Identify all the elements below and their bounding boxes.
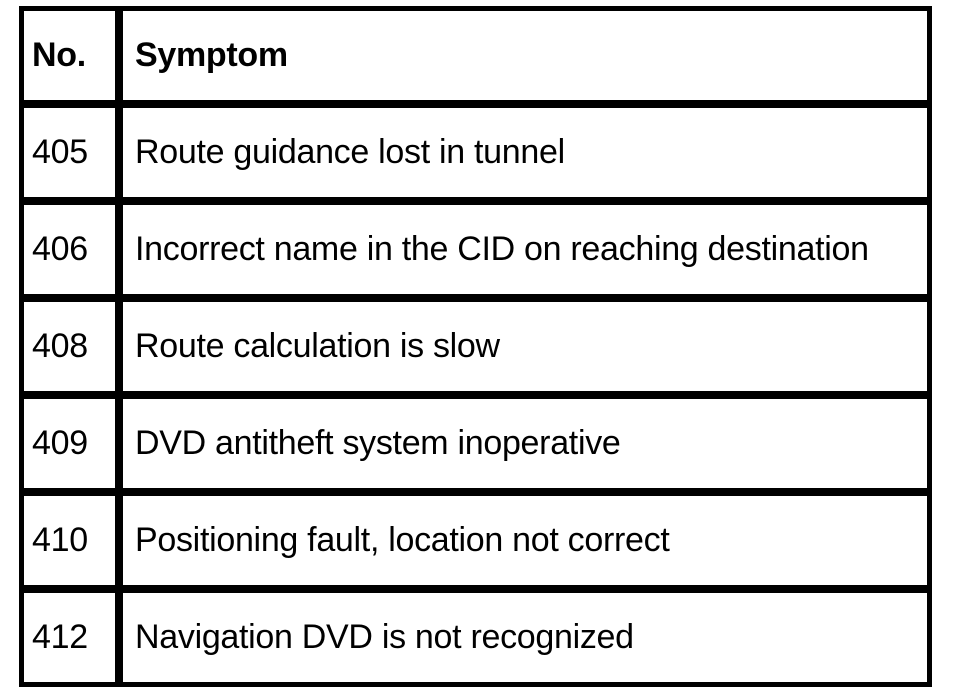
- table-row: 410 Positioning fault, location not corr…: [20, 492, 931, 589]
- table-row: 405 Route guidance lost in tunnel: [20, 104, 931, 201]
- fault-number: 406: [20, 201, 119, 298]
- fault-symptom: Route guidance lost in tunnel: [119, 104, 931, 201]
- symptom-table: No. Symptom 405 Route guidance lost in t…: [19, 6, 932, 687]
- fault-symptom: Route calculation is slow: [119, 298, 931, 395]
- table-row: 409 DVD antitheft system inoperative: [20, 395, 931, 492]
- table-row: 412 Navigation DVD is not recognized: [20, 589, 931, 686]
- fault-symptom: Positioning fault, location not correct: [119, 492, 931, 589]
- table-row: 408 Route calculation is slow: [20, 298, 931, 395]
- fault-number: 408: [20, 298, 119, 395]
- fault-number: 410: [20, 492, 119, 589]
- table-header-row: No. Symptom: [20, 7, 931, 104]
- column-header-no: No.: [20, 7, 119, 104]
- fault-symptom: DVD antitheft system inoperative: [119, 395, 931, 492]
- table-row: 406 Incorrect name in the CID on reachin…: [20, 201, 931, 298]
- fault-symptom: Incorrect name in the CID on reaching de…: [119, 201, 931, 298]
- fault-number: 409: [20, 395, 119, 492]
- column-header-symptom: Symptom: [119, 7, 931, 104]
- fault-number: 405: [20, 104, 119, 201]
- fault-number: 412: [20, 589, 119, 686]
- fault-symptom: Navigation DVD is not recognized: [119, 589, 931, 686]
